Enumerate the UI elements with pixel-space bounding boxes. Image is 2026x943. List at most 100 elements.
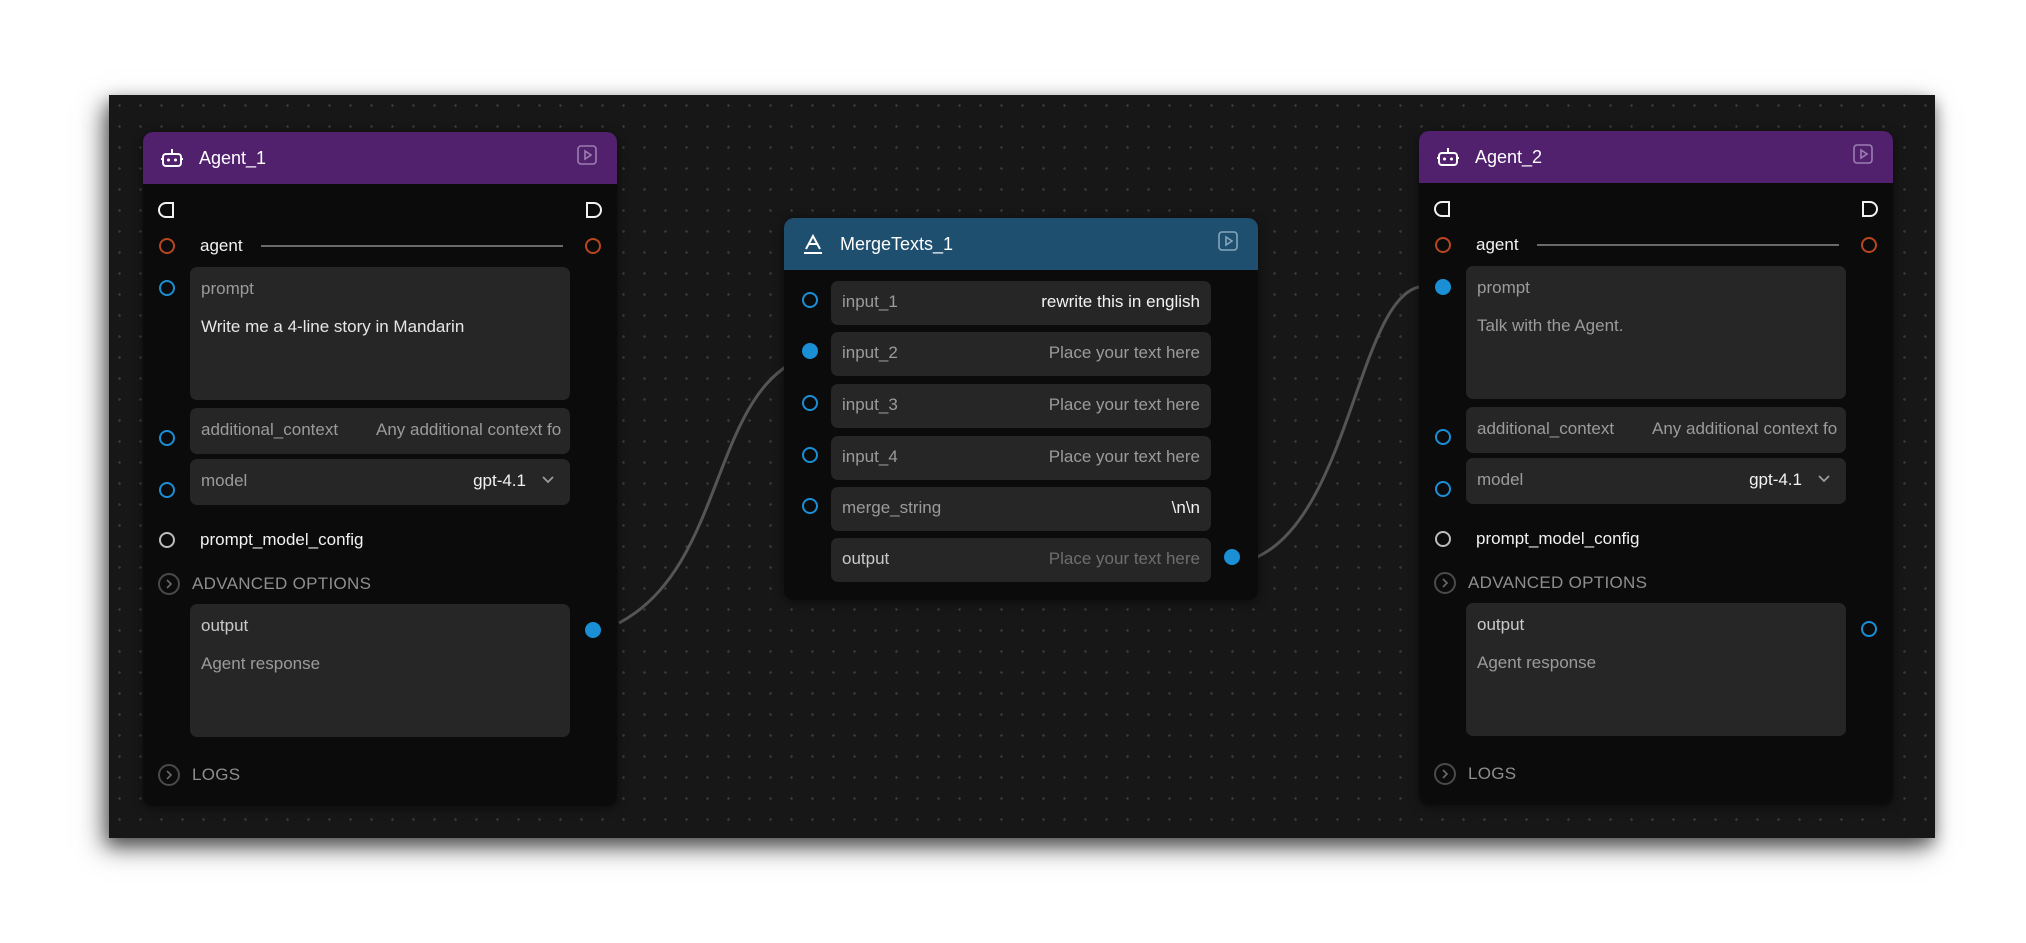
input-3-field[interactable]: input_3 Place your text here (831, 384, 1211, 428)
merge-string-label: merge_string (842, 498, 942, 517)
merge-output-port[interactable] (1224, 549, 1240, 565)
input-2-placeholder[interactable]: Place your text here (1048, 343, 1200, 362)
flow-in-icon[interactable] (1433, 200, 1451, 218)
output-port[interactable] (585, 622, 601, 638)
node-title[interactable]: Agent_2 (1475, 147, 1543, 167)
logs-toggle[interactable]: LOGS (158, 764, 240, 786)
chevron-right-icon (1434, 572, 1456, 594)
prompt-text[interactable]: Write me a 4-line story in Mandarin (201, 317, 465, 336)
model-select[interactable]: model gpt-4.1 (1466, 458, 1846, 504)
model-value[interactable]: gpt-4.1 (1749, 470, 1802, 489)
prompt-label: prompt (201, 279, 254, 298)
agent-node-header[interactable]: Agent_2 (1419, 131, 1893, 183)
model-port[interactable] (159, 482, 175, 498)
model-select[interactable]: model gpt-4.1 (190, 459, 570, 505)
agent-label: agent (200, 236, 243, 255)
agent-node-header[interactable]: Agent_1 (143, 132, 617, 184)
additional-context-placeholder[interactable]: Any additional context fo (1652, 419, 1838, 438)
merge-output-label: output (842, 549, 890, 568)
output-field[interactable]: output Agent response (190, 604, 570, 737)
merge-output-field[interactable]: output Place your text here (831, 538, 1211, 582)
additional-context-placeholder[interactable]: Any additional context fo (376, 420, 562, 439)
flow-in-icon[interactable] (157, 201, 175, 219)
prompt-port[interactable] (1435, 279, 1451, 295)
robot-icon (1437, 148, 1459, 166)
model-value[interactable]: gpt-4.1 (473, 471, 526, 490)
chevron-down-icon[interactable] (542, 475, 554, 485)
prompt-model-config-port[interactable] (1435, 531, 1451, 547)
merge-string-value[interactable]: \n\n (1171, 498, 1200, 517)
additional-context-field[interactable]: additional_context Any additional contex… (1466, 407, 1846, 453)
additional-context-label: additional_context (201, 420, 339, 439)
prompt-label: prompt (1477, 278, 1530, 297)
flow-canvas[interactable]: Agent_1 agent prompt Write me a 4-line s… (109, 95, 1935, 838)
merge-node-header[interactable]: MergeTexts_1 (784, 218, 1258, 270)
prompt-model-config-port[interactable] (159, 532, 175, 548)
logs-label: LOGS (1468, 764, 1517, 783)
output-label: output (1477, 615, 1525, 634)
prompt-placeholder[interactable]: Talk with the Agent. (1477, 316, 1624, 335)
prompt-port[interactable] (159, 280, 175, 296)
node-title[interactable]: MergeTexts_1 (840, 234, 954, 254)
input-2-label: input_2 (842, 343, 898, 362)
input-2-port[interactable] (802, 343, 818, 359)
input-3-port[interactable] (802, 395, 818, 411)
merge-output-placeholder: Place your text here (1048, 549, 1200, 568)
output-port[interactable] (1861, 621, 1877, 637)
agent-input-port[interactable] (159, 238, 175, 254)
additional-context-port[interactable] (159, 430, 175, 446)
input-2-field[interactable]: input_2 Place your text here (831, 332, 1211, 376)
advanced-options-label: ADVANCED OPTIONS (1468, 573, 1648, 592)
prompt-model-config-label: prompt_model_config (1476, 529, 1640, 548)
run-node-icon[interactable] (577, 145, 597, 165)
input-3-label: input_3 (842, 395, 898, 414)
input-4-placeholder[interactable]: Place your text here (1048, 447, 1200, 466)
additional-context-field[interactable]: additional_context Any additional contex… (190, 408, 570, 454)
output-label: output (201, 616, 249, 635)
agent-label: agent (1476, 235, 1519, 254)
output-placeholder: Agent response (1477, 653, 1597, 672)
input-4-field[interactable]: input_4 Place your text here (831, 436, 1211, 480)
input-3-placeholder[interactable]: Place your text here (1048, 395, 1200, 414)
flow-out-icon[interactable] (1861, 200, 1879, 218)
model-label: model (1477, 470, 1524, 489)
agent-divider (261, 245, 563, 247)
input-1-value[interactable]: rewrite this in english (1041, 292, 1200, 311)
agent-input-port[interactable] (1435, 237, 1451, 253)
output-placeholder: Agent response (201, 654, 321, 673)
merge-string-field[interactable]: merge_string \n\n (831, 487, 1211, 531)
input-1-port[interactable] (802, 292, 818, 308)
input-4-port[interactable] (802, 447, 818, 463)
logs-label: LOGS (192, 765, 241, 784)
additional-context-port[interactable] (1435, 429, 1451, 445)
flow-out-icon[interactable] (585, 201, 603, 219)
logs-toggle[interactable]: LOGS (1434, 763, 1516, 785)
advanced-options-toggle[interactable]: ADVANCED OPTIONS (158, 573, 371, 595)
input-1-field[interactable]: input_1 rewrite this in english (831, 281, 1211, 325)
model-port[interactable] (1435, 481, 1451, 497)
wire-merge-output-to-agent2-prompt (1256, 285, 1420, 559)
chevron-down-icon[interactable] (1818, 474, 1830, 484)
node-title[interactable]: Agent_1 (199, 148, 267, 168)
run-node-icon[interactable] (1218, 231, 1238, 251)
agent-divider (1537, 244, 1839, 246)
agent-output-port[interactable] (585, 238, 601, 254)
advanced-options-toggle[interactable]: ADVANCED OPTIONS (1434, 572, 1647, 594)
robot-icon (161, 149, 183, 167)
input-1-label: input_1 (842, 292, 898, 311)
model-label: model (201, 471, 248, 490)
advanced-options-label: ADVANCED OPTIONS (192, 574, 372, 593)
merge-string-port[interactable] (802, 498, 818, 514)
run-node-icon[interactable] (1853, 144, 1873, 164)
prompt-field[interactable]: prompt Write me a 4-line story in Mandar… (190, 267, 570, 400)
agent-output-port[interactable] (1861, 237, 1877, 253)
chevron-right-icon (158, 764, 180, 786)
prompt-field[interactable]: prompt Talk with the Agent. (1466, 266, 1846, 399)
chevron-right-icon (158, 573, 180, 595)
agent-node-2[interactable]: Agent_2 agent prompt Talk with the Agent… (1419, 131, 1893, 805)
merge-texts-node[interactable]: MergeTexts_1 input_1 rewrite this in eng… (784, 218, 1258, 600)
output-field[interactable]: output Agent response (1466, 603, 1846, 736)
prompt-model-config-label: prompt_model_config (200, 530, 364, 549)
agent-node-1[interactable]: Agent_1 agent prompt Write me a 4-line s… (143, 132, 617, 806)
additional-context-label: additional_context (1477, 419, 1615, 438)
